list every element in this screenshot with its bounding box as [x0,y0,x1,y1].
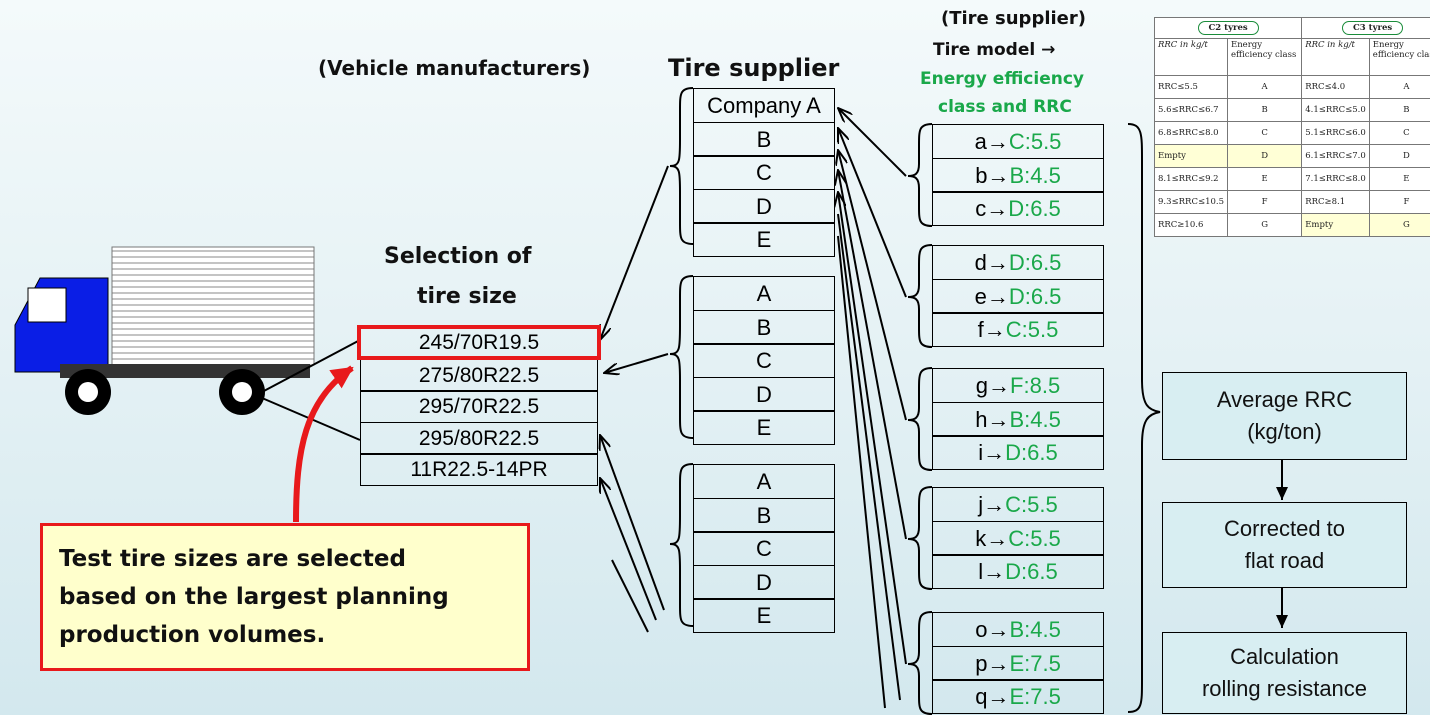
supplier-item: D [693,565,835,600]
tire-size-item: 11R22.5-14PR [360,453,598,486]
arrow [600,478,656,620]
supplier-item: D [693,189,835,224]
model-group: a→C:5.5 b→B:4.5 c→D:6.5 [932,124,1104,226]
callout-arrow [296,368,352,522]
c3-header: C3 tyres [1342,21,1403,35]
table-row: 9.3≤RRC≤10.5 F RRC≥8.1 F [1155,191,1430,214]
brace [670,464,693,626]
truck-icon [15,247,314,415]
rrc-class-table: C2 tyres C3 tyres RRC in kg/t Energy eff… [1154,17,1430,237]
supplier-item: A [693,276,835,311]
supplier-item: D [693,377,835,412]
model-group: j→C:5.5 k→C:5.5 l→D:6.5 [932,487,1104,589]
table-row: 6.8≤RRC≤8.0 C 5.1≤RRC≤6.0 C [1155,122,1430,145]
model-group: g→F:8.5 h→B:4.5 i→D:6.5 [932,368,1104,470]
table-row: RRC≥10.6 G Empty G [1155,214,1430,237]
table-row: RRC≤5.5 A RRC≤4.0 A [1155,76,1430,99]
table-row: 5.6≤RRC≤6.7 B 4.1≤RRC≤5.0 B [1155,99,1430,122]
tire-size-list: 245/70R19.5 275/80R22.5 295/70R22.5 295/… [360,325,598,486]
supplier-item: E [693,222,835,257]
model-item: f→C:5.5 [932,312,1104,347]
model-item: k→C:5.5 [932,521,1104,556]
tire-size-item: 275/80R22.5 [360,359,598,392]
supplier-item: B [693,310,835,345]
energy-efficiency-label: Energy efficiency [920,69,1084,89]
model-item: e→D:6.5 [932,279,1104,314]
supplier-group: Company A B C D E [693,88,835,257]
supplier-group: A B C D E [693,464,835,633]
tire-size-item: 295/80R22.5 [360,422,598,455]
tire-size-item-highlighted: 245/70R19.5 [357,325,601,360]
model-item: j→C:5.5 [932,487,1104,522]
model-item: a→C:5.5 [932,124,1104,159]
model-group: d→D:6.5 e→D:6.5 f→C:5.5 [932,245,1104,347]
model-item: q→E:7.5 [932,679,1104,714]
supplier-item: C [693,531,835,566]
supplier-item: C [693,343,835,378]
arrow [600,166,668,340]
model-item: c→D:6.5 [932,191,1104,226]
model-item: b→B:4.5 [932,158,1104,193]
supplier-item: C [693,155,835,190]
supplier-item: A [693,464,835,499]
tire-supplier-heading: Tire supplier [668,54,839,82]
supplier-item: Company A [693,88,835,123]
model-item: g→F:8.5 [932,368,1104,403]
model-item: i→D:6.5 [932,435,1104,470]
supplier-item: E [693,410,835,445]
model-group: o→B:4.5 p→E:7.5 q→E:7.5 [932,612,1104,714]
tire-supplier-paren-label: (Tire supplier) [941,8,1086,29]
tire-model-label: Tire model → [933,40,1055,60]
arrow [612,560,648,632]
model-item: p→E:7.5 [932,646,1104,681]
brace [670,276,693,438]
arrow [604,354,668,373]
model-item: o→B:4.5 [932,612,1104,647]
table-row: 8.1≤RRC≤9.2 E 7.1≤RRC≤8.0 E [1155,168,1430,191]
supplier-item: E [693,598,835,633]
model-item: l→D:6.5 [932,554,1104,589]
brace [670,88,693,244]
arrow [600,435,664,610]
selection-heading: Selection of [384,244,531,269]
supplier-item: B [693,498,835,533]
class-rrc-label: class and RRC [938,97,1072,117]
supplier-item: B [693,122,835,157]
average-rrc-box: Average RRC(kg/ton) [1162,372,1407,460]
vehicle-manufacturers-label: (Vehicle manufacturers) [318,56,590,80]
model-item: h→B:4.5 [932,402,1104,437]
supplier-group: A B C D E [693,276,835,445]
table-row: Empty D 6.1≤RRC≤7.0 D [1155,145,1430,168]
selection-heading-2: tire size [417,284,517,309]
model-item: d→D:6.5 [932,245,1104,280]
c2-header: C2 tyres [1198,21,1259,35]
callout-box: Test tire sizes are selected based on th… [40,523,530,671]
tire-size-item: 295/70R22.5 [360,390,598,423]
